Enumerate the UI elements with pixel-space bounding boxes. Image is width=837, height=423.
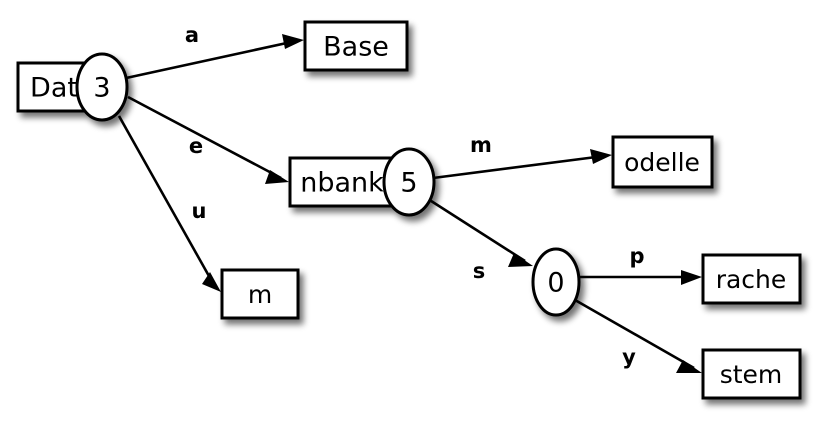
arrow-head-m [590, 149, 612, 164]
node-dat-3[interactable]: Dat 3 [16, 52, 129, 122]
node-label-rache: rache [716, 265, 787, 294]
edges-layer: a e u m s [117, 23, 702, 373]
edge-label-m: m [470, 133, 492, 157]
node-rect-rache [701, 253, 802, 305]
edge-line-y [574, 298, 695, 370]
node-label-nbank: nbank [300, 168, 384, 199]
arrow-head-e [265, 170, 289, 184]
edge-line-m [432, 154, 605, 180]
edge-u[interactable]: u [117, 115, 221, 292]
node-label-m: m [248, 280, 272, 309]
arrow-head-y [676, 360, 702, 373]
node-stem[interactable]: stem [701, 348, 802, 400]
node-rect-base [303, 20, 409, 72]
node-label-base: Base [323, 32, 389, 63]
node-rect-m [220, 268, 300, 320]
edge-label-s: s [473, 259, 486, 283]
node-label-5: 5 [400, 168, 417, 199]
arrow-head-p [681, 270, 702, 285]
edge-s[interactable]: s [427, 197, 533, 283]
edge-label-u: u [192, 199, 207, 223]
node-label-3: 3 [93, 73, 110, 104]
node-label-odelle: odelle [624, 148, 700, 177]
nodes-layer: Dat 3 Base nbank 5 m [16, 20, 802, 400]
node-base[interactable]: Base [303, 20, 409, 72]
edge-y[interactable]: y [574, 298, 702, 373]
node-m[interactable]: m [220, 268, 300, 320]
node-nbank-5[interactable]: nbank 5 [288, 147, 436, 217]
arrow-head-u [202, 272, 221, 292]
edge-line-a [125, 39, 297, 80]
arrow-head-s [508, 253, 533, 267]
edge-label-a: a [185, 23, 199, 47]
edge-e[interactable]: e [127, 95, 289, 184]
node-odelle[interactable]: odelle [611, 135, 714, 189]
edge-label-y: y [622, 345, 636, 369]
node-rect-odelle [611, 135, 714, 189]
edge-line-e [127, 95, 282, 180]
node-label-dat: Dat [30, 73, 78, 104]
node-rect-nbank [288, 156, 397, 208]
arrow-head-a [282, 34, 304, 49]
node-ellipse-3 [75, 52, 129, 122]
edge-line-u [117, 115, 216, 286]
edge-a[interactable]: a [125, 23, 304, 80]
node-rect-stem [701, 348, 802, 400]
node-rache[interactable]: rache [701, 253, 802, 305]
edge-label-e: e [189, 134, 203, 158]
node-label-stem: stem [720, 360, 783, 389]
edge-line-s [427, 197, 526, 263]
node-ellipse-5 [382, 147, 436, 217]
node-label-0: 0 [547, 268, 564, 299]
node-ellipse-0 [531, 247, 581, 317]
edge-m[interactable]: m [432, 133, 612, 180]
edge-label-p: p [629, 244, 644, 268]
edge-p[interactable]: p [579, 244, 702, 285]
node-zero[interactable]: 0 [531, 247, 581, 317]
